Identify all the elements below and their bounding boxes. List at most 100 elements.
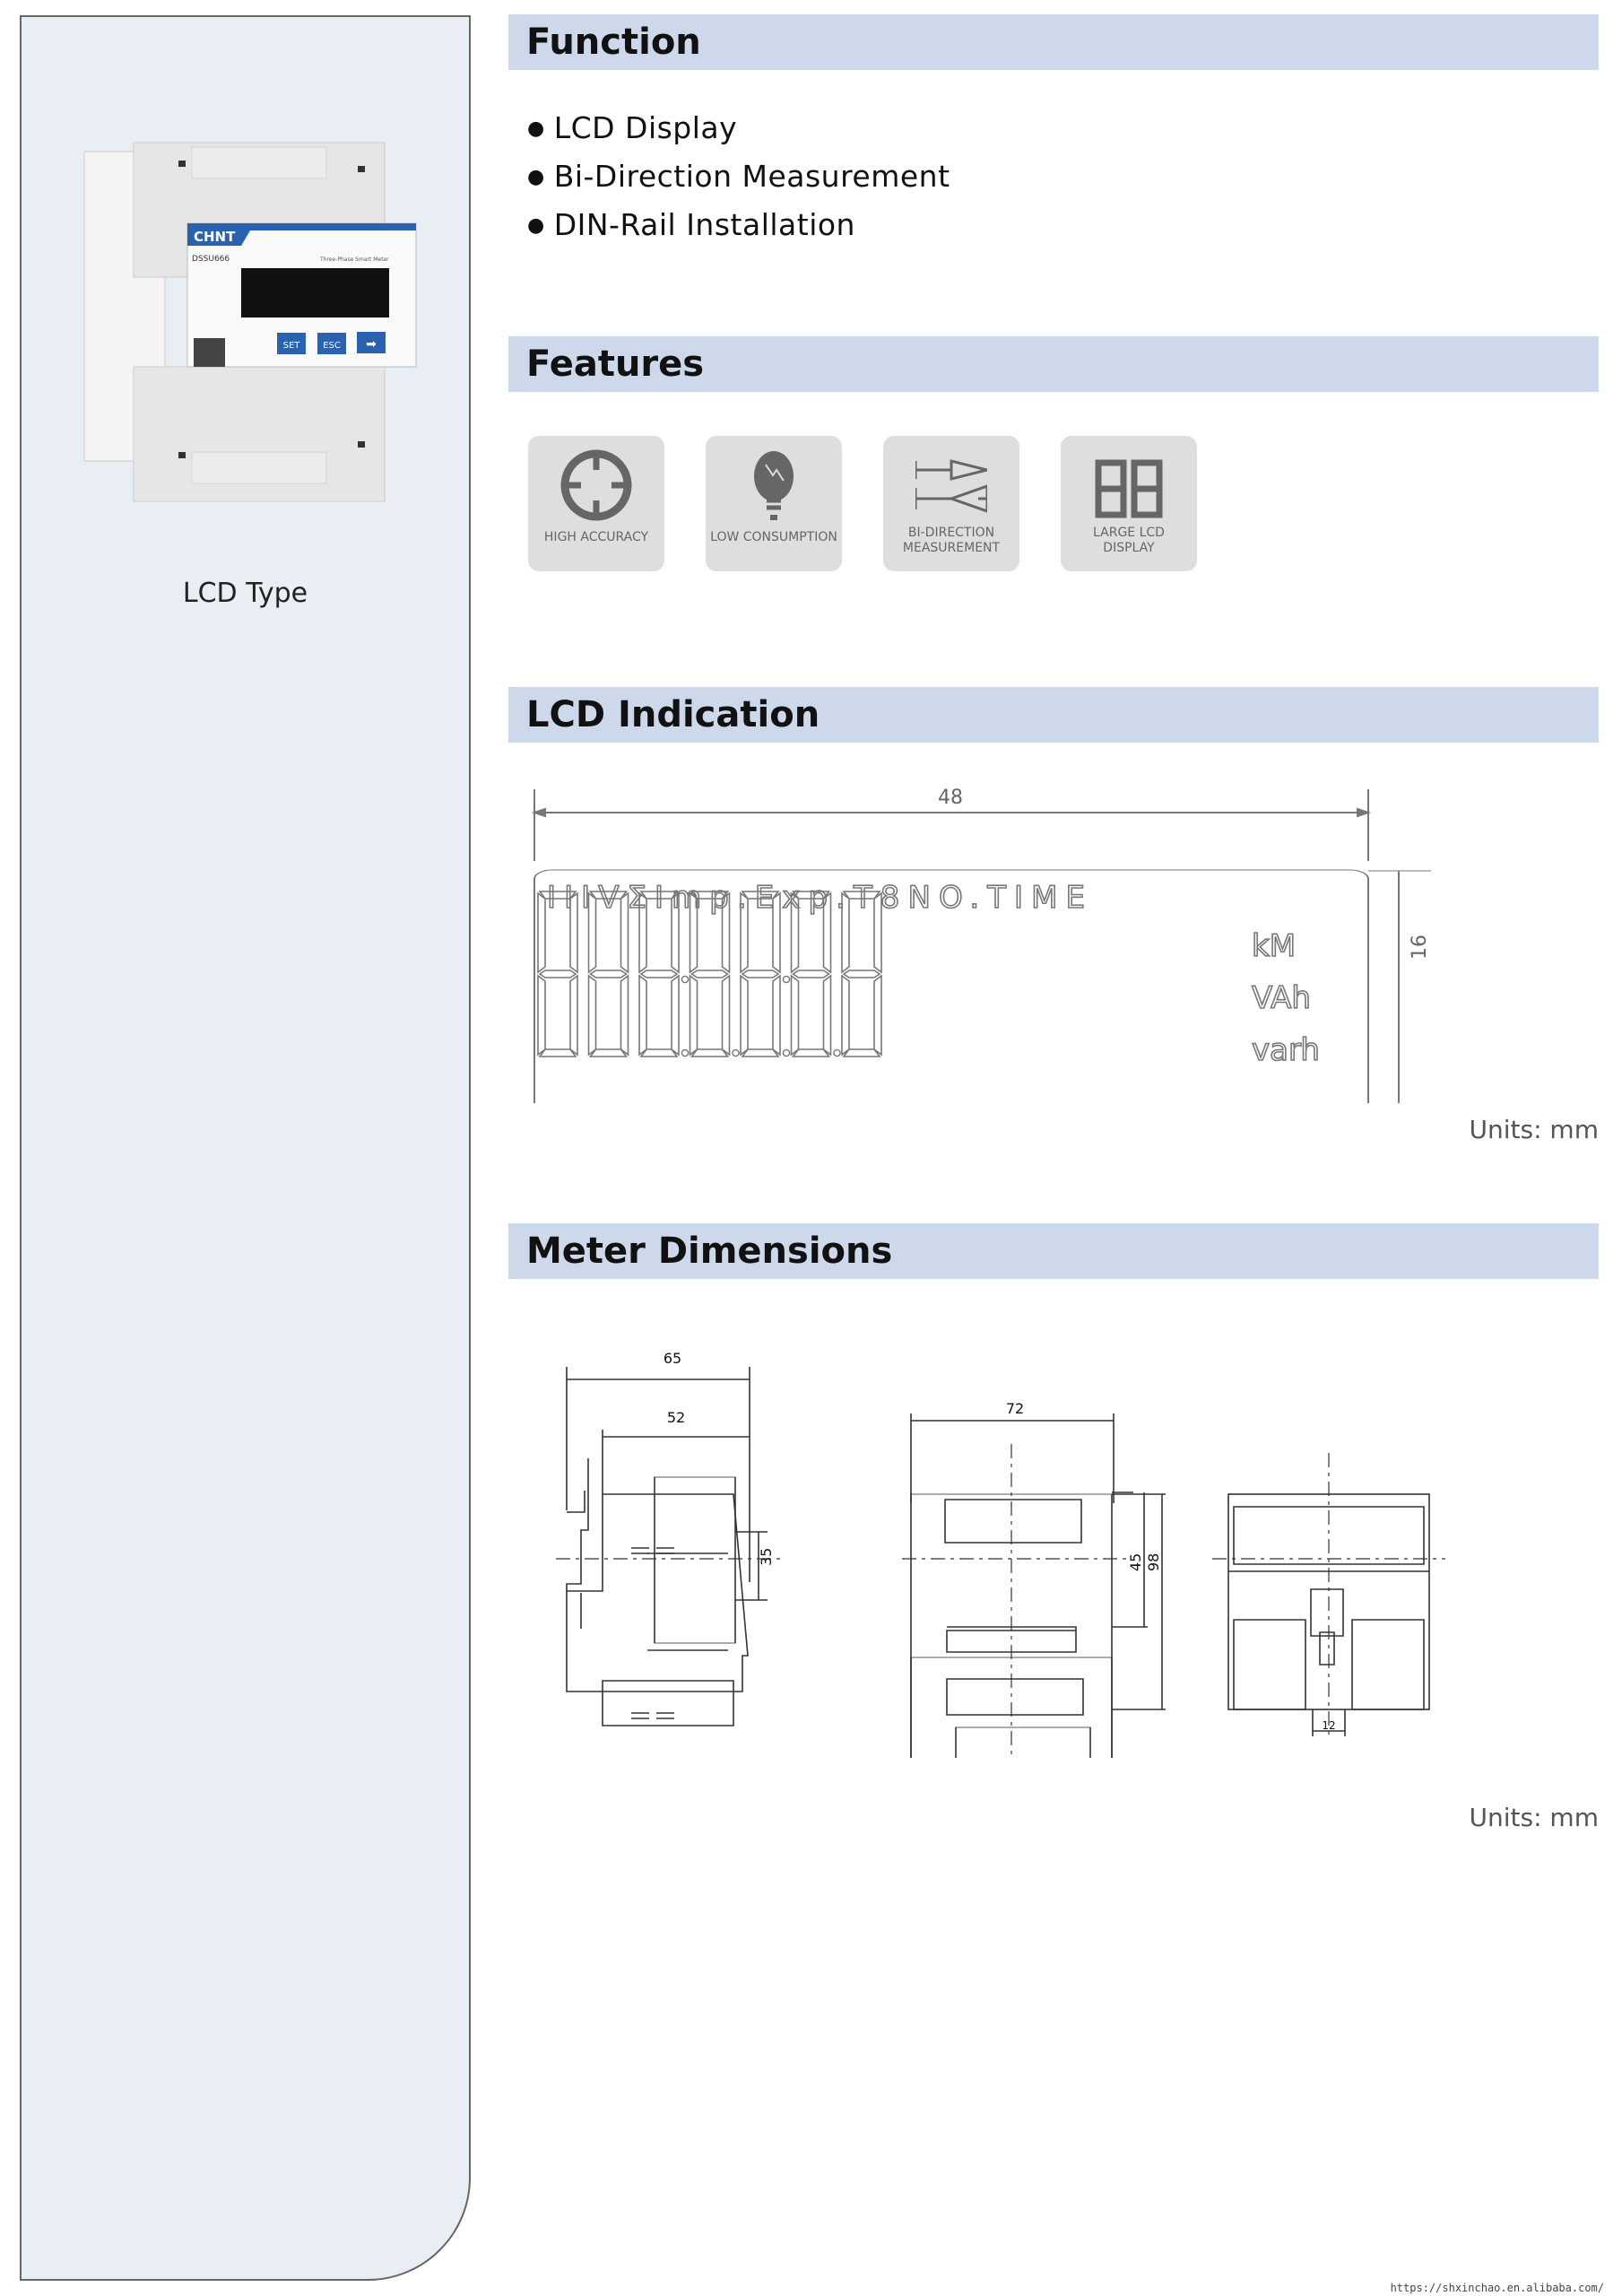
dim-52: 52 bbox=[667, 1409, 685, 1426]
lcd-segment bbox=[620, 974, 629, 1057]
product-image: CHNT DSSU666 Three-Phase Smart Meter SET… bbox=[83, 142, 417, 502]
lcd-decimal-point bbox=[833, 1048, 841, 1057]
lcd-segment bbox=[790, 891, 800, 974]
meter-dimension-drawing: 65 52 35 72 98 45 12 bbox=[556, 1350, 1445, 1758]
target-icon bbox=[560, 449, 632, 521]
function-item: DIN-Rail Installation bbox=[527, 207, 855, 242]
lcd-segment bbox=[741, 1048, 780, 1057]
lcd-segment bbox=[721, 891, 731, 974]
function-title: Function bbox=[526, 22, 701, 63]
lcd-title: LCD Indication bbox=[526, 694, 820, 735]
lcd-segment bbox=[689, 974, 698, 1057]
lcd-segment bbox=[587, 891, 597, 974]
lcd-segment bbox=[671, 891, 680, 974]
lcd-height-label: 16 bbox=[1409, 935, 1431, 960]
lcd-decimal-point bbox=[732, 1048, 740, 1057]
lcd-segment bbox=[671, 974, 680, 1057]
function-item: LCD Display bbox=[527, 110, 737, 145]
esc-button: ESC bbox=[323, 341, 341, 351]
lcd-segment bbox=[569, 974, 578, 1057]
lcd-segment bbox=[791, 1048, 831, 1057]
lcd-segment bbox=[538, 970, 577, 978]
lcd-segment bbox=[740, 974, 749, 1057]
brand-logo: CHNT bbox=[194, 229, 236, 245]
dim-98: 98 bbox=[1145, 1553, 1162, 1571]
lcd-decimal-point bbox=[681, 1048, 690, 1057]
lcd-segment bbox=[538, 1048, 577, 1057]
dimensions-title: Meter Dimensions bbox=[526, 1231, 893, 1272]
lcd-decimal-point bbox=[782, 1048, 791, 1057]
lcd-segment bbox=[873, 974, 882, 1057]
dim-72: 72 bbox=[1006, 1400, 1024, 1417]
seven-segment-icon bbox=[1095, 459, 1163, 518]
bulb-icon bbox=[754, 451, 794, 520]
lcd-unit-varh: varh bbox=[1252, 1032, 1320, 1068]
footer-url: https://shxinchao.en.alibaba.com/ bbox=[1390, 2282, 1604, 2294]
lcd-segment bbox=[772, 891, 781, 974]
lcd-segment bbox=[537, 974, 546, 1057]
feature-tile-low-consumption: LOW CONSUMPTION bbox=[706, 436, 842, 571]
lcd-width-label: 48 bbox=[938, 787, 963, 809]
lcd-segment bbox=[822, 974, 832, 1057]
lcd-segment bbox=[841, 974, 850, 1057]
lcd-segment bbox=[822, 891, 832, 974]
dimensions-units: Units: mm bbox=[1469, 1803, 1599, 1832]
lcd-segment bbox=[842, 1048, 881, 1057]
lcd-segment bbox=[587, 974, 597, 1057]
lcd-segment bbox=[740, 891, 749, 974]
lcd-segment bbox=[772, 974, 781, 1057]
lcd-segment bbox=[588, 1048, 629, 1057]
arrow-button: ➡ bbox=[366, 337, 377, 352]
sidebar-panel: CHNT DSSU666 Three-Phase Smart Meter SET… bbox=[20, 15, 471, 2281]
dim-65: 65 bbox=[664, 1350, 681, 1367]
lcd-unit-kM: kM bbox=[1252, 928, 1296, 964]
lcd-segment bbox=[589, 970, 628, 978]
feature-label: HIGH ACCURACY bbox=[543, 530, 649, 544]
feature-label-line1: LARGE LCD bbox=[1093, 526, 1165, 540]
meter-subtitle: Three-Phase Smart Meter bbox=[319, 257, 389, 263]
lcd-digits bbox=[537, 891, 882, 1057]
feature-tile-high-accuracy: HIGH ACCURACY bbox=[528, 436, 664, 571]
feature-label: LOW CONSUMPTION bbox=[710, 530, 837, 544]
lcd-decimal-point bbox=[782, 975, 791, 984]
lcd-segment bbox=[537, 891, 546, 974]
features-title: Features bbox=[526, 344, 705, 385]
lcd-unit-VAh: VAh bbox=[1252, 980, 1311, 1016]
lcd-segment bbox=[638, 891, 647, 974]
model-label: DSSU666 bbox=[192, 255, 230, 264]
product-caption: LCD Type bbox=[182, 578, 308, 609]
dim-45: 45 bbox=[1127, 1553, 1144, 1571]
lcd-segment bbox=[689, 891, 698, 974]
lcd-segment bbox=[639, 1048, 679, 1057]
function-item: Bi-Direction Measurement bbox=[527, 159, 950, 194]
lcd-segment bbox=[690, 970, 729, 978]
lcd-segment bbox=[638, 974, 647, 1057]
lcd-segment bbox=[841, 891, 850, 974]
lcd-segment bbox=[620, 891, 629, 974]
set-button: SET bbox=[283, 341, 301, 351]
lcd-segment bbox=[842, 970, 881, 978]
lcd-segment bbox=[873, 891, 882, 974]
lcd-decimal-point bbox=[681, 975, 690, 984]
function-header: Function bbox=[508, 14, 1599, 70]
dimensions-header: Meter Dimensions bbox=[508, 1223, 1599, 1279]
lcd-header: LCD Indication bbox=[508, 687, 1599, 743]
feature-label-line2: MEASUREMENT bbox=[902, 541, 1001, 555]
lcd-segment bbox=[569, 891, 578, 974]
lcd-segment bbox=[690, 1048, 730, 1057]
lcd-segment bbox=[721, 974, 731, 1057]
feature-label-line1: BI-DIRECTION bbox=[907, 526, 995, 540]
lcd-indicators: IIIVΣImp.Exp.T8NO.TIME bbox=[547, 880, 1085, 916]
bi-direction-arrows-icon bbox=[915, 459, 987, 513]
lcd-segment bbox=[639, 970, 679, 978]
lcd-segment bbox=[790, 974, 800, 1057]
lcd-diagram: 48 16 IIIVΣImp.Exp.T8NO.TIME kM VAh varh bbox=[531, 787, 1431, 1103]
lcd-segment bbox=[792, 970, 830, 978]
dim-35: 35 bbox=[758, 1548, 775, 1566]
lcd-units: Units: mm bbox=[1469, 1115, 1599, 1144]
feature-label-line2: DISPLAY bbox=[1103, 541, 1155, 555]
